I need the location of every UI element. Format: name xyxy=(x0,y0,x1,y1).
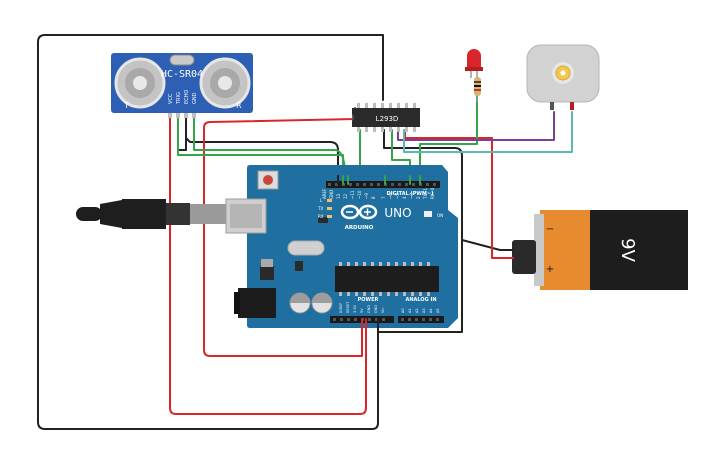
wire-green-led xyxy=(419,95,478,183)
battery-9v[interactable]: − + 9V xyxy=(495,210,688,290)
wire-red-5v xyxy=(203,107,363,357)
pin-2: 2 xyxy=(416,196,421,199)
power-label: POWER xyxy=(358,297,379,303)
led-label-rx: RX xyxy=(318,214,324,219)
pin-0-rx: RX←0 xyxy=(430,187,435,199)
status-leds: L TX RX xyxy=(317,198,332,219)
pin-a0: A0 xyxy=(401,308,405,313)
sensor-r-mark: R xyxy=(236,101,242,110)
red-led[interactable] xyxy=(465,49,483,78)
wire-black-l293d-bottom xyxy=(377,129,501,333)
battery-label: 9V xyxy=(617,238,638,262)
pin-a1: A1 xyxy=(408,308,412,313)
digital-header xyxy=(326,181,440,188)
sensor-model-label: HC-SR04 xyxy=(161,69,203,80)
battery-snap xyxy=(512,240,536,274)
pin-10: ~10 xyxy=(357,190,362,199)
on-led-label: ON xyxy=(437,213,443,218)
arduino-logo xyxy=(340,204,378,220)
digital-pwm-label: DIGITAL (PWM~) xyxy=(387,191,434,197)
wire-green-echo xyxy=(193,115,349,183)
pin-13: 13 xyxy=(336,193,341,199)
arduino-uno-board[interactable]: ARDUINO UNO ON L TX RX AREF GND 13 12 ~1… xyxy=(225,165,458,328)
sensor-pin-echo: ECHO xyxy=(184,90,190,104)
wire-purple-motor xyxy=(397,111,555,141)
wires xyxy=(37,34,573,430)
pin-9: ~9 xyxy=(364,193,369,199)
pin-gnd-2: GND xyxy=(374,305,378,313)
pin-3: ~3 xyxy=(409,193,414,199)
pin-a2: A2 xyxy=(415,308,419,313)
pin-4: 4 xyxy=(402,196,407,199)
led-label-l: L xyxy=(320,198,323,203)
l293d-label: L293D xyxy=(376,115,399,123)
sensor-pin-gnd: GND xyxy=(192,92,198,104)
pin-5v: 5V xyxy=(360,308,364,313)
l293d-driver-chip[interactable]: L293D xyxy=(352,103,420,132)
wire-endpoints xyxy=(337,175,421,335)
wire-black-gnd-loop xyxy=(37,34,384,430)
pin-a4: A4 xyxy=(429,308,433,313)
pin-a5: A5 xyxy=(436,308,440,313)
sensor-pin-trig: TRIG xyxy=(176,92,182,105)
reset-button xyxy=(263,175,273,185)
pin-gnd-top: GND xyxy=(329,190,334,199)
pin-gnd-1: GND xyxy=(367,305,371,313)
pin-12: 12 xyxy=(343,193,348,199)
sensor-pin-vcc: VCC xyxy=(168,93,174,104)
pin-1-tx: TX→1 xyxy=(423,187,428,200)
usb-cable xyxy=(76,199,226,229)
crystal-oscillator xyxy=(287,240,325,256)
battery-plus: + xyxy=(546,264,554,275)
ultrasonic-sensor[interactable]: HC-SR04 T R VCC TRIG ECHO GND xyxy=(111,53,253,118)
wire-red-vcc xyxy=(169,115,367,415)
pin-6: ~6 xyxy=(388,193,393,199)
battery-minus: − xyxy=(546,224,554,235)
atmega-chip xyxy=(335,266,439,292)
led-label-tx: TX xyxy=(317,206,323,211)
dc-power-jack xyxy=(238,288,276,318)
pin-11: ~11 xyxy=(350,190,355,199)
pin-reset: RESET xyxy=(346,301,350,313)
pin-aref: AREF xyxy=(322,188,327,199)
pin-5: ~5 xyxy=(395,193,400,199)
analog-header xyxy=(398,316,444,323)
analog-in-label: ANALOG IN xyxy=(405,297,436,303)
dc-motor[interactable] xyxy=(526,44,600,110)
pin-a3: A3 xyxy=(422,308,426,313)
pin-ioref: IOREF xyxy=(339,303,343,313)
wire-teal-motor xyxy=(403,111,573,153)
pin-3v3: 3.3V xyxy=(353,304,357,313)
pin-7: 7 xyxy=(381,196,386,199)
pin-8: 8 xyxy=(371,196,376,199)
pin-vin: Vin xyxy=(381,307,385,313)
sensor-t-mark: T xyxy=(123,101,129,110)
arduino-logo-text: ARDUINO xyxy=(345,225,374,231)
arduino-model-label: UNO xyxy=(384,206,411,220)
resistor[interactable] xyxy=(474,77,481,102)
